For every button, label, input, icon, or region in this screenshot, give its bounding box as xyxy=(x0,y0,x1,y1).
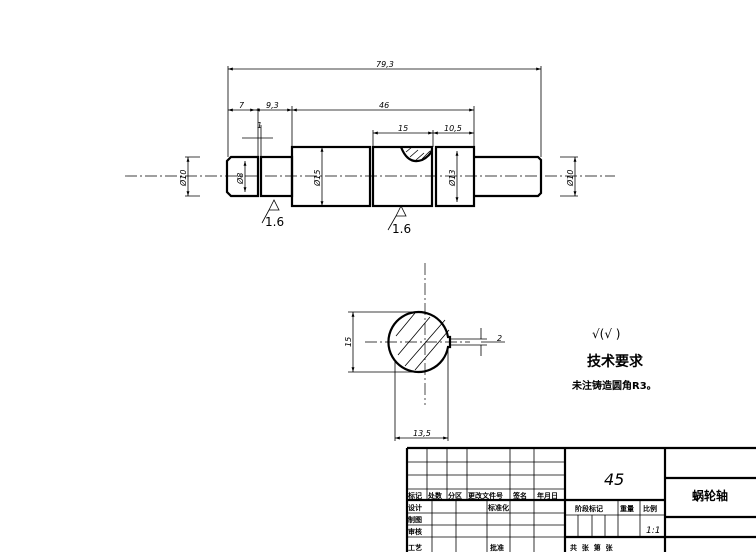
keyway-break xyxy=(399,146,434,163)
row-design: 设计 xyxy=(408,503,422,512)
header-count: 处数 xyxy=(427,491,443,500)
notes-title: 技术要求 xyxy=(587,353,644,370)
shaft-neck xyxy=(259,155,294,198)
roughness-value: 1.6 xyxy=(265,215,284,229)
row-review: 审核 xyxy=(408,527,422,536)
roughness-value: 1.6 xyxy=(392,222,411,236)
dim-dia-left: Ø10 xyxy=(178,170,188,187)
scale-label: 比例 xyxy=(643,504,657,513)
title-block: 45 蜗轮轴 标记 处数 分区 更改文件号 签名 年月日 设计 制图 审核 工艺… xyxy=(405,446,756,552)
dim-dia-step: Ø13 xyxy=(447,170,457,187)
header-zone: 分区 xyxy=(448,491,462,500)
dim-section-flat: 13,5 xyxy=(413,429,431,438)
roughness-symbol-icon xyxy=(387,205,407,231)
part-name: 蜗轮轴 xyxy=(692,488,728,503)
dim-overall-length: 79,3 xyxy=(376,60,394,69)
sheet-count: 共 张 第 张 xyxy=(570,543,614,552)
dim-second-step: 9,3 xyxy=(266,101,279,110)
scale-value: 1:1 xyxy=(646,526,660,536)
dim-dia-neck: Ø8 xyxy=(235,173,245,185)
material: 45 xyxy=(604,470,624,489)
roughness-general-symbol: √(√ ) xyxy=(592,327,620,341)
dim-groove-width: 1 xyxy=(257,121,262,130)
row-process: 工艺 xyxy=(408,543,422,552)
dim-dia-right: Ø10 xyxy=(565,170,575,187)
header-mark: 标记 xyxy=(407,491,422,500)
dim-dia-body: Ø15 xyxy=(312,170,322,187)
dim-right-step: 10,5 xyxy=(444,124,462,133)
dim-left-step: 7 xyxy=(239,101,245,110)
notes-text: 未注铸造圆角R3。 xyxy=(571,379,657,392)
dim-section-diameter: 15 xyxy=(344,337,353,347)
approve-label: 批准 xyxy=(490,543,504,552)
section-hatch xyxy=(395,312,450,371)
shaft-keyway-section xyxy=(371,145,434,208)
dim-middle-length: 46 xyxy=(379,101,389,110)
row-drawing: 制图 xyxy=(408,515,422,524)
roughness-symbol-icon xyxy=(261,199,280,224)
shaft-end-right xyxy=(474,155,543,198)
shaft-body xyxy=(290,145,372,208)
section-outline xyxy=(387,310,452,374)
dim-keyway-width: 2 xyxy=(497,334,502,343)
header-date: 年月日 xyxy=(537,491,558,500)
shaft-step-13 xyxy=(434,145,476,208)
dim-keyway-length: 15 xyxy=(398,124,408,133)
shaft-main-view: 79,3 7 9,3 46 15 10,5 1 Ø10 Ø8 Ø15 Ø13 Ø… xyxy=(125,60,615,236)
stage-mark-label: 阶段标记 xyxy=(575,504,603,513)
header-signature: 签名 xyxy=(512,491,527,500)
weight-label: 重量 xyxy=(620,504,634,513)
standardization-label: 标准化 xyxy=(487,503,509,512)
header-change-doc: 更改文件号 xyxy=(468,491,503,500)
keyway-hatch xyxy=(405,146,431,161)
section-view: 15 13,5 2 xyxy=(344,263,505,441)
technical-requirements: √(√ ) 技术要求 未注铸造圆角R3。 xyxy=(571,327,657,392)
